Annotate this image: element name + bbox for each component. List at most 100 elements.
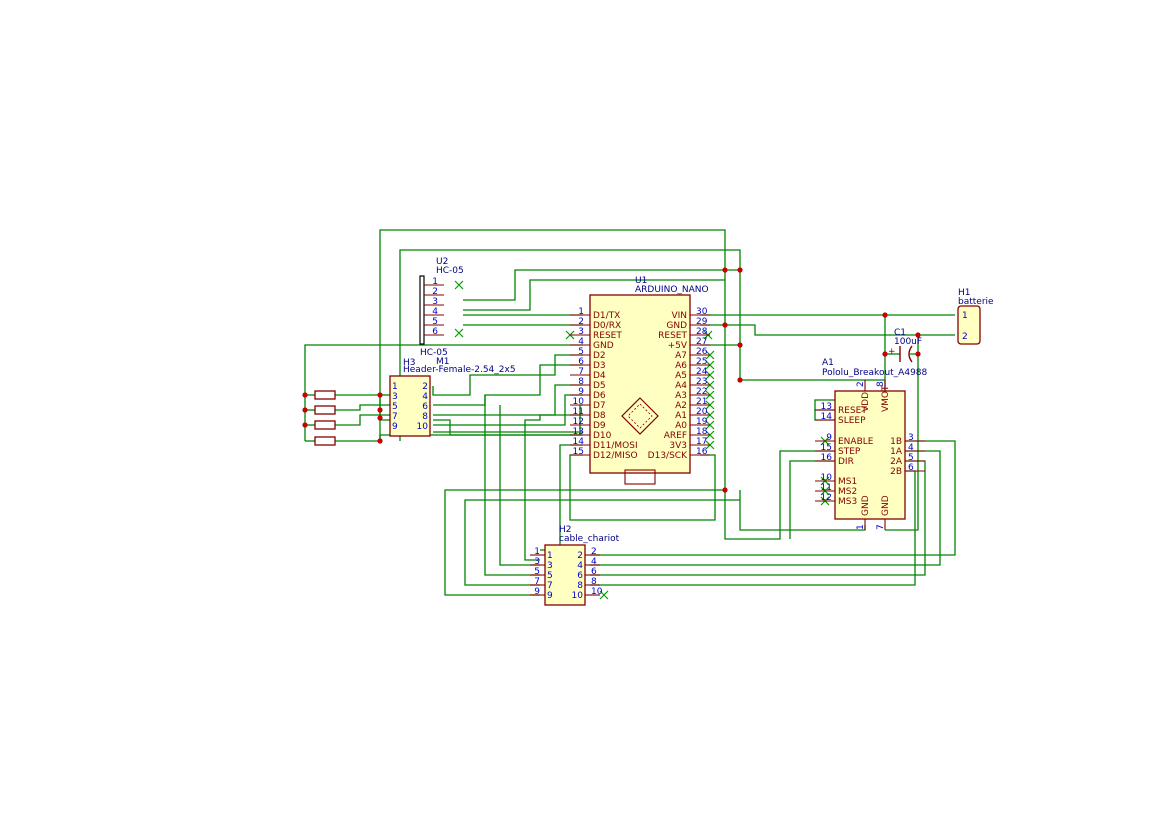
wire: [499, 405, 540, 566]
wire: [399, 249, 885, 441]
u1-right-pin-name: RESET: [658, 331, 687, 341]
u2-body: [419, 275, 425, 345]
u2-pin-number: 2: [432, 287, 438, 297]
u1-left-pin-number: 5: [578, 347, 584, 357]
a1-left-pin-name: MS2: [838, 487, 857, 497]
h2-body: [544, 544, 586, 606]
u1-left-pin-number: 1: [578, 307, 584, 317]
h2-outer-left-number: 3: [534, 557, 540, 567]
u1-left-pin-name: D4: [593, 371, 606, 381]
a1-right-pin-name: 1A: [890, 447, 903, 457]
u1-right-pin-number: 19: [696, 417, 708, 427]
u1-right-pin-name: A2: [675, 401, 687, 411]
u2-value-bottom: HC-05: [420, 348, 448, 358]
h2-inner-right-number: 6: [577, 571, 583, 581]
junction: [882, 312, 888, 318]
u1-right-pin-name: AREF: [664, 431, 687, 441]
h2-outer-right-number: 10: [591, 587, 603, 597]
u1-right-pin-name: 3V3: [669, 441, 687, 451]
u1-value: ARDUINO_NANO: [635, 285, 709, 295]
h2-outer-right-number: 8: [591, 577, 597, 587]
junction: [722, 487, 728, 493]
junction: [302, 392, 308, 398]
junction: [377, 415, 383, 421]
u1-right-pin-name: D13/SCK: [648, 451, 688, 461]
a1-right-pin-number: 5: [908, 453, 914, 463]
h3-left-pin-number: 5: [392, 402, 398, 412]
h2-inner-right-number: 4: [577, 561, 583, 571]
u1-left-pin-number: 7: [578, 367, 584, 377]
wire: [463, 279, 725, 311]
a1-left-pin-number: 14: [821, 412, 833, 422]
junction: [737, 267, 743, 273]
wire: [335, 394, 393, 421]
a1-bottom-pin-number: 1: [856, 524, 866, 530]
u2-pin-number: 3: [432, 297, 438, 307]
h1-ref: H1: [958, 288, 971, 298]
u1-left-pin-number: 4: [578, 337, 584, 347]
u1-left-pin-number: 2: [578, 317, 584, 327]
h2-outer-right-number: 4: [591, 557, 597, 567]
u1-left-pin-name: D5: [593, 381, 606, 391]
u1-right-pin-number: 28: [696, 327, 708, 337]
u1-right-pin-number: 25: [696, 357, 707, 367]
h2-outer-right-number: 2: [591, 547, 597, 557]
h3-body: [389, 375, 431, 437]
junction: [377, 392, 383, 398]
a1-bottom-pin-name: GND: [861, 495, 871, 516]
c1-plus: +: [888, 347, 896, 357]
h3-ref: H3: [403, 358, 416, 368]
wire: [335, 404, 393, 411]
h2-inner-left-number: 7: [547, 581, 553, 591]
usb-connector-icon: [624, 469, 656, 485]
a1-left-pin-number: 12: [821, 493, 832, 503]
a1-right-pin-number: 6: [908, 463, 914, 473]
wire: [484, 395, 540, 576]
u1-right-pin-number: 29: [696, 317, 708, 327]
u1-right-pin-number: 26: [696, 347, 708, 357]
u1-right-pin-name: VIN: [671, 311, 687, 321]
wire: [524, 414, 583, 561]
h2-inner-left-number: 9: [547, 591, 553, 601]
wire: [335, 414, 393, 426]
a1-value: Pololu_Breakout_A4988: [822, 368, 928, 378]
a1-left-pin-name: RESET: [838, 406, 867, 416]
resistor: [314, 420, 336, 430]
a1-right-pin-number: 4: [908, 443, 914, 453]
u1-right-pin-name: A6: [675, 361, 687, 371]
u1-right-pin-number: 16: [696, 447, 708, 457]
h2-outer-left-number: 9: [534, 587, 540, 597]
h2-inner-right-number: 8: [577, 581, 583, 591]
h3-right-pin-number: 4: [422, 392, 428, 402]
u1-right-pin-number: 24: [696, 367, 708, 377]
a1-top-pin-name: VDD: [861, 392, 871, 412]
a1-left-pin-name: SLEEP: [838, 416, 866, 426]
u1-right-pin-name: A3: [675, 391, 687, 401]
wire: [444, 489, 725, 596]
no-connect-x: [454, 280, 464, 290]
junction: [915, 332, 921, 338]
h1-pin-1: 1: [962, 311, 968, 321]
wire: [590, 440, 956, 556]
u1-left-pin-number: 12: [573, 417, 584, 427]
a1-ref: A1: [822, 358, 834, 368]
a1-right-pin-name: 2B: [890, 467, 902, 477]
a1-left-pin-number: 11: [821, 483, 832, 493]
u1-left-pin-name: GND: [593, 341, 614, 351]
u1-left-pin-name: D10: [593, 431, 612, 441]
u1-left-pin-name: D2: [593, 351, 606, 361]
u2-ref: U2: [436, 257, 448, 267]
h2-inner-right-number: 2: [577, 551, 583, 561]
h3-right-pin-number: 2: [422, 382, 428, 392]
h2-inner-left-number: 3: [547, 561, 553, 571]
a1-right-pin-name: 1B: [890, 437, 902, 447]
u1-left-pin-number: 13: [573, 427, 584, 437]
u2-pin-number: 1: [432, 277, 438, 287]
junction: [882, 351, 888, 357]
c1-value: 100uF: [894, 337, 922, 347]
wire: [433, 364, 583, 406]
